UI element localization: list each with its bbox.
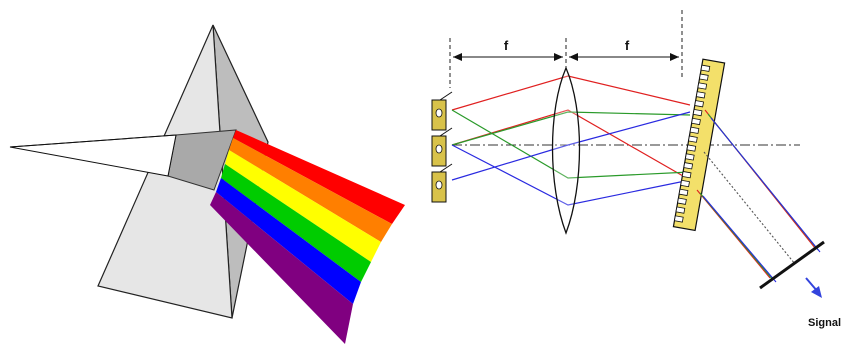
ray-red	[451, 75, 691, 111]
slit-plate-bottom	[431, 163, 453, 203]
spectrum-band-blue	[216, 178, 361, 304]
diffracted-beam	[696, 109, 821, 283]
spectrum-band-yellow	[225, 150, 381, 262]
slit-plate-middle	[431, 127, 453, 167]
ray-blue	[451, 111, 691, 181]
grating-notch	[675, 206, 686, 214]
grating-notch	[700, 64, 711, 72]
grating-notch	[680, 179, 690, 188]
ray-green-return	[451, 109, 691, 179]
incident-light-ray	[9, 134, 177, 148]
grating-notch	[692, 108, 703, 117]
spectrometer-schematic: f f	[431, 10, 841, 329]
grating-notch	[683, 162, 694, 170]
diffraction-grating	[672, 58, 726, 232]
grating-notch	[691, 117, 701, 126]
grating-notch	[677, 197, 687, 205]
ray-blue-return	[451, 144, 691, 206]
spectrum-band-red	[233, 130, 405, 224]
spectrum-bands	[210, 130, 405, 344]
grating-notch	[689, 126, 700, 134]
signal-label: Signal	[808, 317, 841, 329]
slit-plates	[431, 91, 453, 203]
grating-notch	[684, 153, 695, 161]
grating-notch	[678, 188, 689, 196]
detector	[759, 240, 825, 290]
focal-label-right: f	[625, 38, 630, 53]
grating-notch	[695, 91, 706, 99]
spectrum-band-green	[221, 164, 371, 282]
focal-dimension-right	[569, 53, 679, 61]
spectrum-band-violet	[210, 192, 353, 344]
focal-label-left: f	[504, 38, 509, 53]
grating-notch	[688, 135, 698, 143]
light-rays	[451, 75, 691, 206]
signal-arrow-icon	[805, 277, 822, 298]
slit-plate-top	[431, 91, 453, 131]
grating-notch	[697, 82, 708, 90]
grating-notch	[686, 144, 697, 152]
ray-green	[451, 111, 691, 146]
spectrum-band-orange	[229, 138, 392, 242]
grating-notch	[699, 73, 709, 81]
grating-notch	[694, 100, 704, 108]
grating-notch	[681, 171, 692, 179]
lens	[551, 66, 581, 235]
focal-dimension-left	[453, 53, 563, 61]
prism-illustration	[9, 24, 405, 344]
grating-notch	[674, 215, 684, 223]
